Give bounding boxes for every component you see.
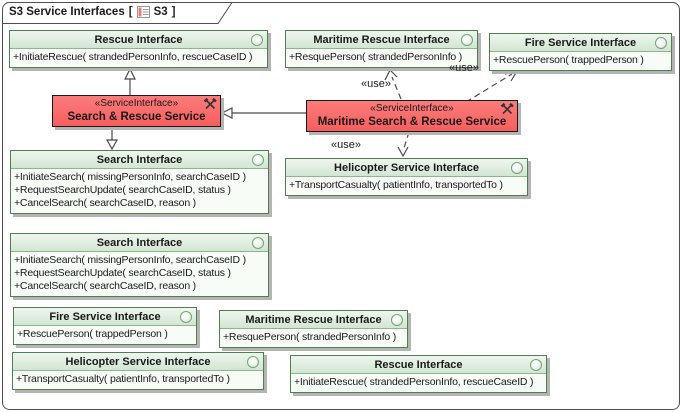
interface-title: Rescue Interface (94, 34, 183, 46)
diagram-tab: S3 Service Interfaces [ S3 ] (9, 4, 175, 20)
interface-header: Helicopter Service Interface (286, 159, 527, 177)
use-label-helicopter: «use» (331, 139, 361, 151)
provided-interface-ball-icon (655, 37, 667, 49)
diagram-abbreviation: S3 (153, 6, 168, 18)
operation: +ResquePerson( strandedPersonInfo ) (289, 51, 463, 63)
generalization-sar-to-rescue-interface[interactable] (124, 67, 136, 95)
operation: +InitiateSearch( missingPersonInfo, sear… (14, 254, 246, 266)
diagram-icon (136, 6, 150, 18)
interface-title: Helicopter Service Interface (65, 356, 211, 368)
interface-header: Maritime Rescue Interface (220, 311, 407, 329)
stereotype-label: «ServiceInterface» (370, 103, 454, 114)
provided-interface-ball-icon (251, 34, 263, 46)
operation: +TransportCasualty( patientInfo, transpo… (289, 179, 503, 191)
diagram-title: S3 Service Interfaces (9, 6, 125, 18)
provided-interface-ball-icon (461, 34, 473, 46)
provided-interface-ball-icon (391, 314, 403, 326)
operations-compartment: +TransportCasualty( patientInfo, transpo… (13, 371, 263, 389)
operation: +RescuePerson( trappedPerson ) (493, 54, 644, 66)
operation: +CancelSearch( searchCaseID, reason ) (14, 280, 196, 292)
operations-compartment: +InitiateRescue( strandedPersonInfo, res… (291, 374, 546, 392)
operations-compartment: +InitiateSearch( missingPersonInfo, sear… (11, 169, 268, 213)
operation: +CancelSearch( searchCaseID, reason ) (14, 197, 196, 209)
operations-compartment: +InitiateRescue( strandedPersonInfo, res… (10, 49, 267, 67)
interface-header: Helicopter Service Interface (13, 353, 263, 371)
interface-header: Search Interface (11, 234, 268, 252)
operation: +RequestSearchUpdate( searchCaseID, stat… (14, 267, 231, 279)
provided-interface-ball-icon (180, 311, 192, 323)
interface-title: Search Interface (96, 237, 183, 249)
use-label-fire-service: «use» (449, 62, 479, 74)
interface-box-fire-service-bottom[interactable]: Fire Service Interface +RescuePerson( tr… (13, 307, 197, 345)
interface-box-maritime-rescue-bottom[interactable]: Maritime Rescue Interface +ResquePerson(… (219, 310, 408, 348)
use-label-maritime-rescue: «use» (361, 78, 391, 90)
interface-header: Maritime Rescue Interface (286, 31, 477, 49)
interface-title: Maritime Rescue Interface (313, 34, 450, 46)
interface-title: Search Interface (96, 154, 183, 166)
use-dependency-helicopter[interactable] (397, 131, 410, 158)
provided-interface-ball-icon (530, 359, 542, 371)
interface-title: Helicopter Service Interface (334, 162, 479, 174)
service-block-maritime-search-rescue[interactable]: «ServiceInterface» Maritime Search & Res… (306, 100, 518, 132)
provided-interface-ball-icon (252, 237, 264, 249)
use-dependency-fire-service[interactable] (465, 70, 519, 103)
interface-header: Rescue Interface (10, 31, 267, 49)
interface-title: Fire Service Interface (49, 311, 161, 323)
realization-sar-to-search-interface[interactable] (105, 128, 119, 151)
service-name: Search & Rescue Service (67, 111, 206, 123)
operation: +TransportCasualty( patientInfo, transpo… (16, 373, 230, 385)
operations-compartment: +RescuePerson( trappedPerson ) (490, 52, 671, 70)
operation: +RequestSearchUpdate( searchCaseID, stat… (14, 184, 231, 196)
operations-compartment: +RescuePerson( trappedPerson ) (14, 326, 196, 344)
operation: +ResquePerson( strandedPersonInfo ) (223, 331, 397, 343)
operations-compartment: +InitiateSearch( missingPersonInfo, sear… (11, 252, 268, 296)
crossed-tools-icon (500, 103, 514, 115)
service-block-search-rescue[interactable]: «ServiceInterface» Search & Rescue Servi… (52, 95, 221, 127)
bracket-open: [ (128, 6, 133, 18)
operation: +InitiateSearch( missingPersonInfo, sear… (14, 171, 246, 183)
interface-box-helicopter-top[interactable]: Helicopter Service Interface +TransportC… (285, 158, 528, 196)
operation: +RescuePerson( trappedPerson ) (17, 328, 168, 340)
interface-box-rescue-bottom[interactable]: Rescue Interface +InitiateRescue( strand… (290, 355, 547, 393)
provided-interface-ball-icon (511, 162, 523, 174)
stereotype-label: «ServiceInterface» (94, 98, 179, 109)
operation: +InitiateRescue( strandedPersonInfo, res… (294, 376, 534, 388)
interface-header: Fire Service Interface (14, 308, 196, 326)
operations-compartment: +ResquePerson( strandedPersonInfo ) (220, 329, 407, 347)
interface-header: Search Interface (11, 151, 268, 169)
operations-compartment: +TransportCasualty( patientInfo, transpo… (286, 177, 527, 195)
interface-box-search-2[interactable]: Search Interface +InitiateSearch( missin… (10, 233, 269, 297)
interface-box-rescue-top[interactable]: Rescue Interface +InitiateRescue( strand… (9, 30, 268, 68)
interface-header: Fire Service Interface (490, 34, 671, 52)
interface-box-fire-service-top[interactable]: Fire Service Interface +RescuePerson( tr… (489, 33, 672, 71)
provided-interface-ball-icon (252, 154, 264, 166)
interface-title: Fire Service Interface (524, 37, 637, 49)
bracket-close: ] (171, 6, 176, 18)
interface-title: Maritime Rescue Interface (245, 314, 382, 326)
interface-box-helicopter-bottom[interactable]: Helicopter Service Interface +TransportC… (12, 352, 264, 390)
operation: +InitiateRescue( strandedPersonInfo, res… (13, 51, 253, 63)
service-name: Maritime Search & Rescue Service (317, 116, 507, 128)
interface-title: Rescue Interface (374, 359, 463, 371)
interface-box-search-1[interactable]: Search Interface +InitiateSearch( missin… (10, 150, 269, 214)
provided-interface-ball-icon (247, 356, 259, 368)
crossed-tools-icon (203, 98, 217, 110)
interface-header: Rescue Interface (291, 356, 546, 374)
generalization-maritime-to-sar[interactable] (220, 107, 306, 119)
